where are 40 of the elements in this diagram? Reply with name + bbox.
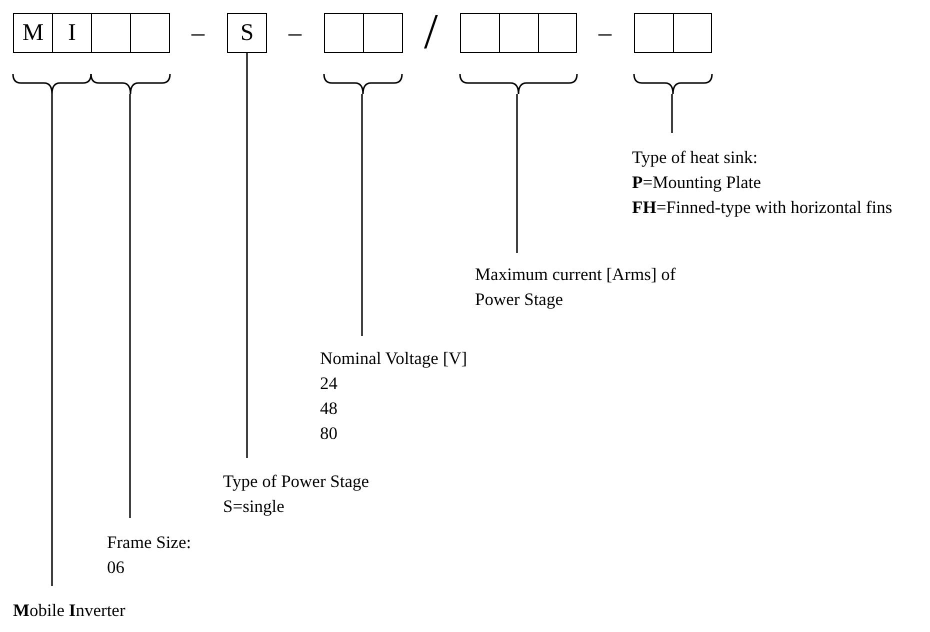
code-box <box>538 13 577 53</box>
curly-brace <box>634 74 712 94</box>
description-text: Frame Size: <box>107 531 192 554</box>
description-text: Type of Power Stage <box>223 470 370 493</box>
description-text: 06 <box>107 556 126 579</box>
code-box <box>460 13 500 53</box>
code-box: I <box>52 13 92 53</box>
leader-line <box>246 53 248 458</box>
leader-line <box>516 94 518 253</box>
code-box <box>324 13 364 53</box>
leader-line <box>51 94 53 586</box>
leader-line <box>129 94 131 518</box>
separator-mark: / <box>424 6 438 56</box>
code-box: M <box>13 13 53 53</box>
code-box <box>91 13 131 53</box>
code-box <box>634 13 674 53</box>
curly-brace <box>91 74 170 94</box>
description-text: Maximum current [Arms] of Power Stage <box>475 263 677 311</box>
description-text: Type of heat sink: <box>632 146 759 169</box>
description-text: FH=Finned-type with horizontal fins <box>632 196 894 219</box>
separator-mark: – <box>192 20 204 46</box>
curly-brace <box>13 74 91 94</box>
description-text: 48 <box>320 397 338 420</box>
separator-mark: – <box>598 20 612 46</box>
curly-brace <box>460 74 577 94</box>
description-text: Mobile Inverter <box>13 599 126 622</box>
code-box <box>673 13 712 53</box>
curly-brace <box>324 74 402 94</box>
description-text: P=Mounting Plate <box>632 171 762 194</box>
description-text: 80 <box>320 422 338 445</box>
code-box <box>499 13 539 53</box>
leader-line <box>671 94 673 133</box>
code-box <box>130 13 170 53</box>
leader-line <box>361 94 363 336</box>
description-text: S=single <box>223 495 286 518</box>
description-text: 24 <box>320 372 338 395</box>
code-box <box>363 13 403 53</box>
description-text: Nominal Voltage [V] <box>320 347 468 370</box>
separator-mark: – <box>288 20 302 46</box>
code-box: S <box>227 13 267 53</box>
